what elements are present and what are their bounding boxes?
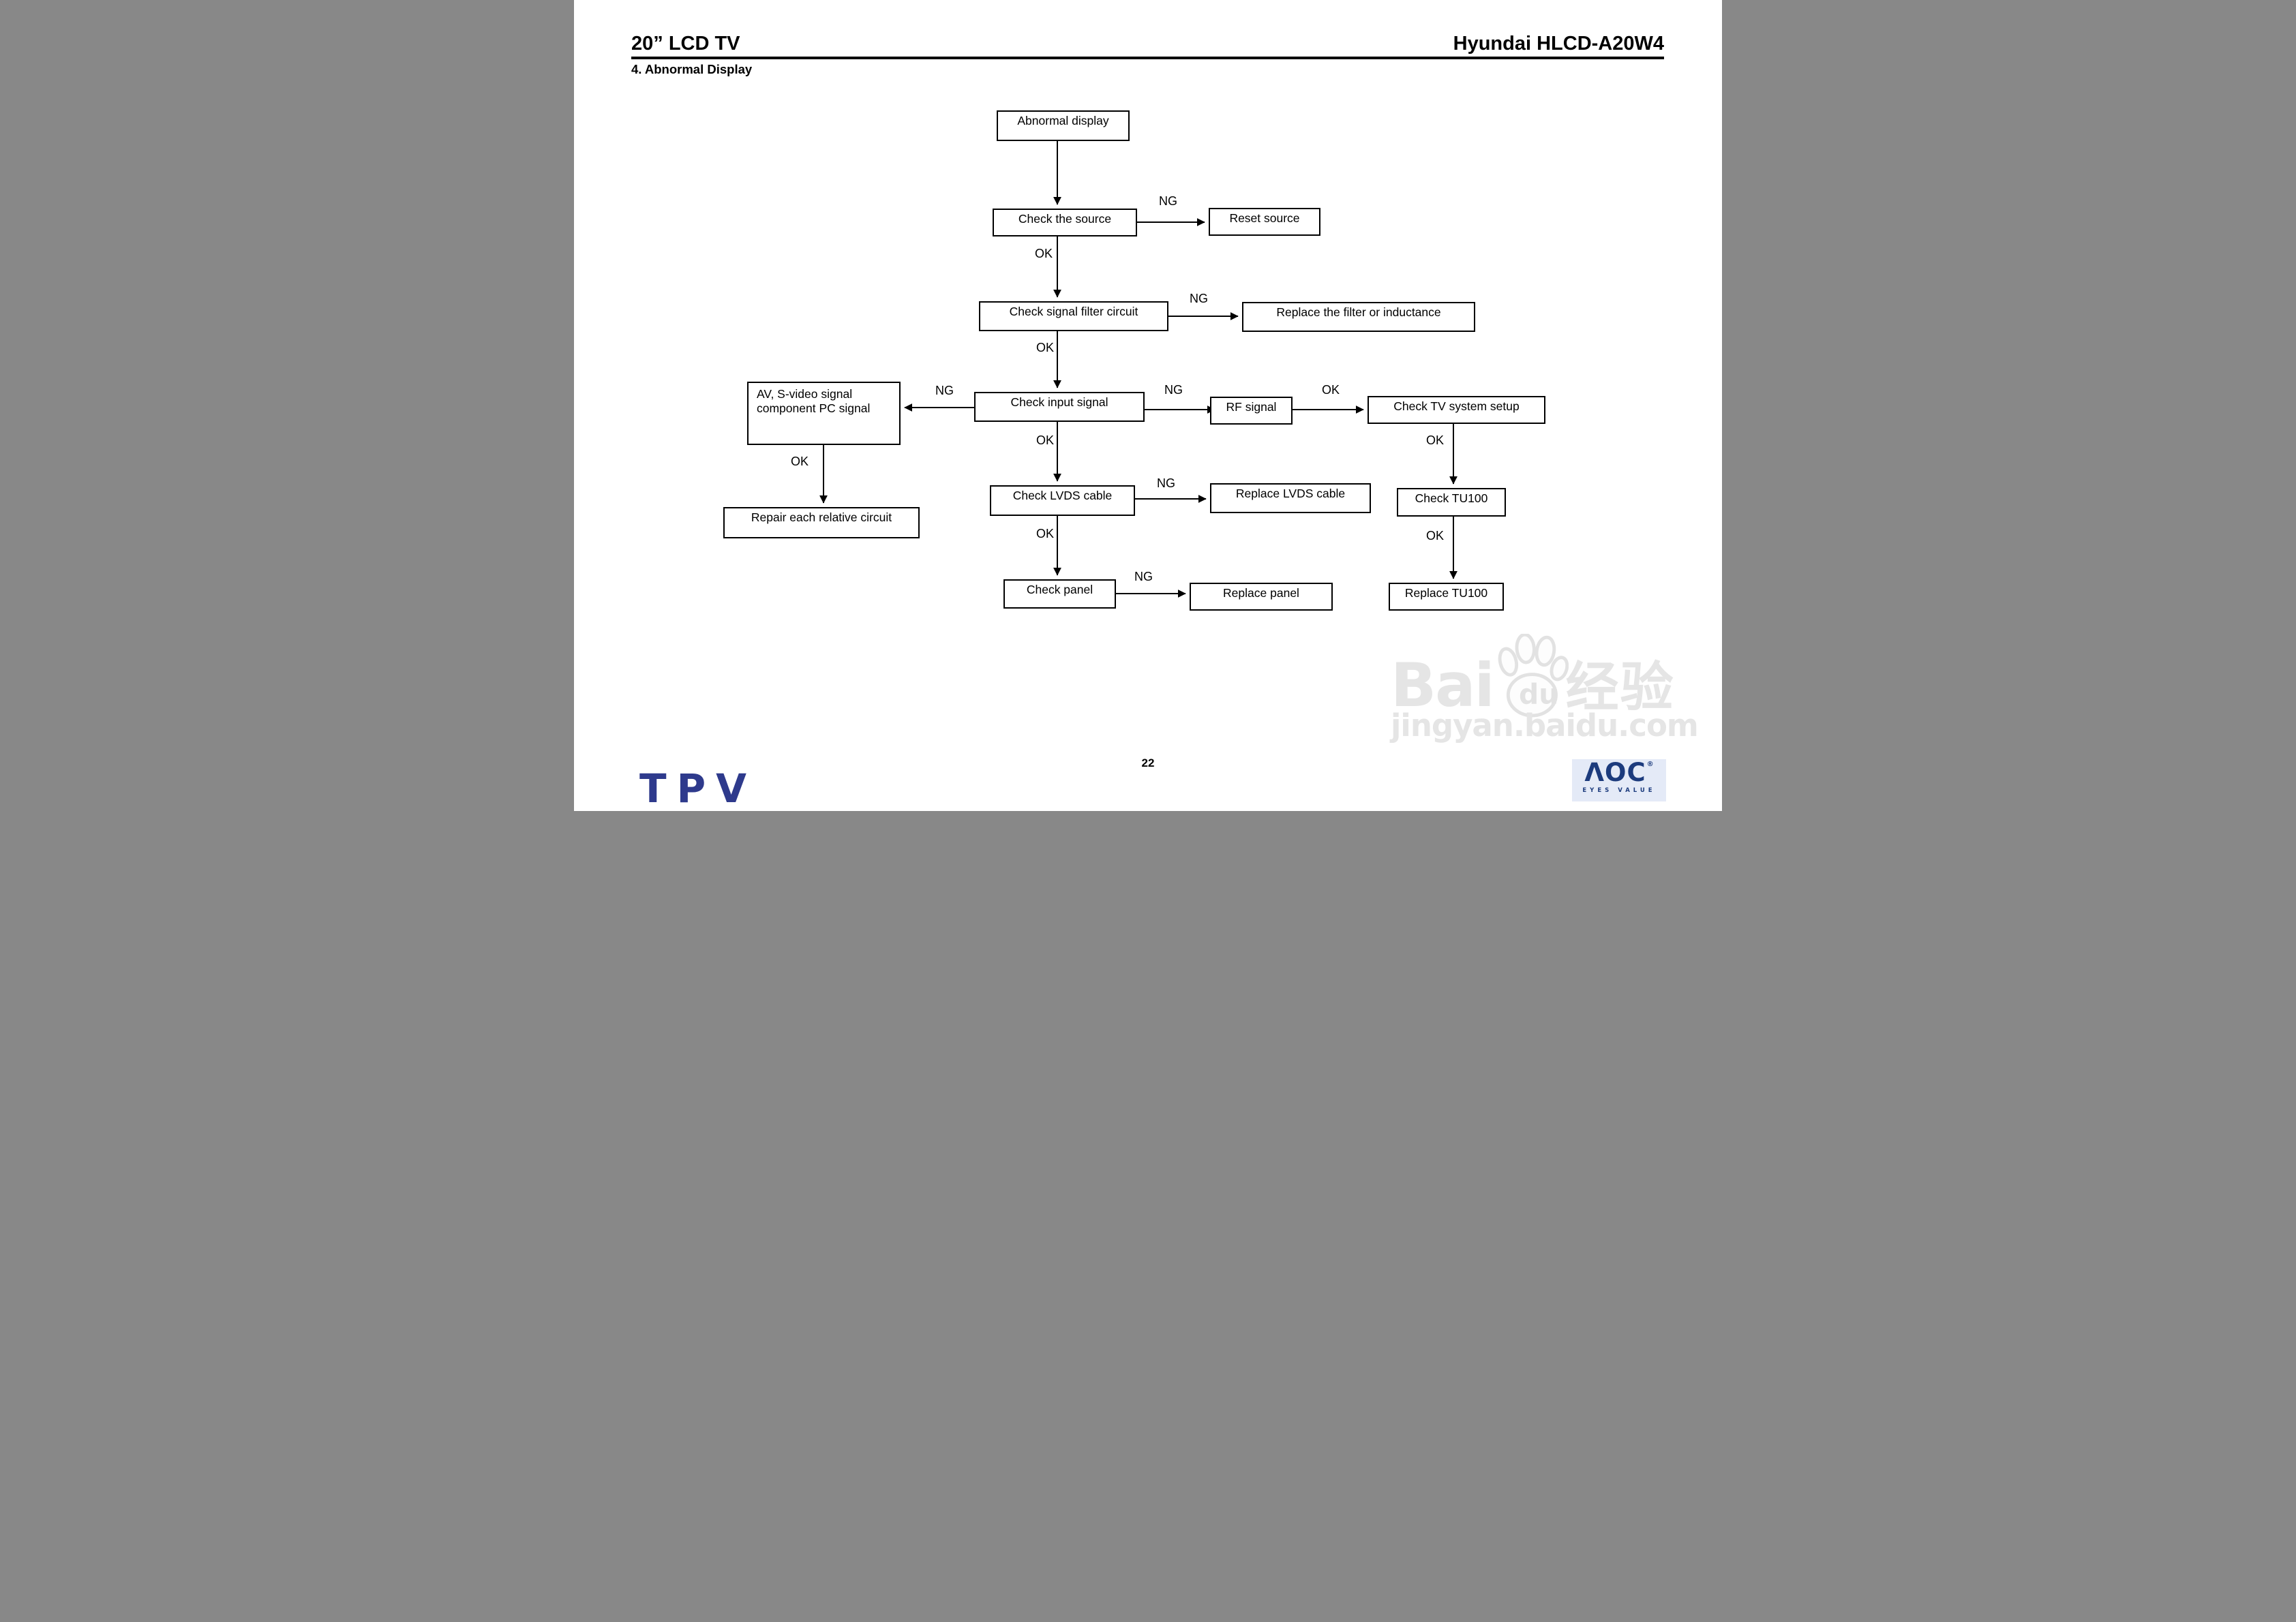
edge-label-ok-input-lvds: OK — [1036, 433, 1055, 447]
node-check-input-signal: Check input signal — [974, 392, 1145, 422]
edge-label-ok-source-filter: OK — [1035, 247, 1053, 260]
aoc-logo-text: ΛOC — [1584, 758, 1646, 787]
page-title-product: 20” LCD TV — [631, 33, 740, 55]
edge-label-ok-lvds-panel: OK — [1036, 527, 1055, 540]
edge-label-ng-panel-replace: NG — [1134, 570, 1153, 583]
node-rf-signal: RF signal — [1210, 397, 1293, 425]
node-replace-tu100: Replace TU100 — [1389, 583, 1504, 611]
page-title-model: Hyundai HLCD-A20W4 — [1453, 33, 1664, 55]
header-divider — [631, 57, 1664, 59]
node-check-panel: Check panel — [1003, 579, 1116, 609]
section-title: 4. Abnormal Display — [631, 62, 753, 76]
edge-label-ok-av-repair: OK — [791, 455, 809, 468]
node-check-lvds-cable: Check LVDS cable — [990, 485, 1135, 516]
node-replace-filter: Replace the filter or inductance — [1242, 302, 1475, 332]
node-check-the-source: Check the source — [993, 209, 1137, 236]
edge-label-ng-filter-replace: NG — [1190, 292, 1208, 305]
aoc-registered-mark: ® — [1646, 761, 1655, 768]
node-check-signal-filter: Check signal filter circuit — [979, 301, 1168, 331]
edge-label-ng-input-av: NG — [935, 384, 954, 397]
node-check-tv-system-setup: Check TV system setup — [1368, 396, 1545, 424]
aoc-tagline: EYES VALUE — [1582, 786, 1656, 794]
node-av-svideo-branch: AV, S-video signal component PC signal — [747, 382, 901, 445]
edge-label-ok-filter-input: OK — [1036, 341, 1055, 354]
watermark-brand-suffix: du — [1519, 677, 1558, 710]
flow-edges — [819, 141, 1457, 598]
baidu-paw-icon: du — [1498, 634, 1569, 718]
node-reset-source: Reset source — [1209, 208, 1320, 236]
node-replace-lvds-cable: Replace LVDS cable — [1210, 483, 1371, 513]
edge-label-ok-setup-tu100: OK — [1426, 433, 1445, 447]
node-replace-panel: Replace panel — [1190, 583, 1333, 611]
watermark-brand-prefix: Bai — [1391, 650, 1495, 721]
edge-label-ok-tu100-replace: OK — [1426, 529, 1445, 542]
manual-page: 20” LCD TV Hyundai HLCD-A20W4 4. Abnorma… — [574, 0, 1722, 811]
tpv-logo: TPV — [639, 765, 757, 811]
watermark-brand-cn: 经验 — [1565, 657, 1675, 718]
edge-label-ng-input-rf: NG — [1164, 383, 1183, 397]
node-repair-relative-circuit: Repair each relative circuit — [723, 507, 920, 538]
edge-label-ok-rf-setup: OK — [1322, 383, 1340, 397]
edge-label-ng-source-reset: NG — [1159, 194, 1177, 208]
aoc-logo-word: ΛOC® — [1572, 758, 1666, 787]
aoc-logo: ΛOC® EYES VALUE — [1572, 759, 1666, 801]
node-abnormal-display: Abnormal display — [997, 110, 1130, 141]
edge-label-ng-lvds-replace: NG — [1157, 476, 1175, 490]
page-number: 22 — [1141, 756, 1155, 769]
watermark-url: jingyan.baidu.com — [1391, 707, 1699, 744]
baidu-jingyan-watermark: Bai du 经验 jingyan.baidu.com — [1391, 634, 1699, 744]
node-check-tu100: Check TU100 — [1397, 488, 1506, 517]
